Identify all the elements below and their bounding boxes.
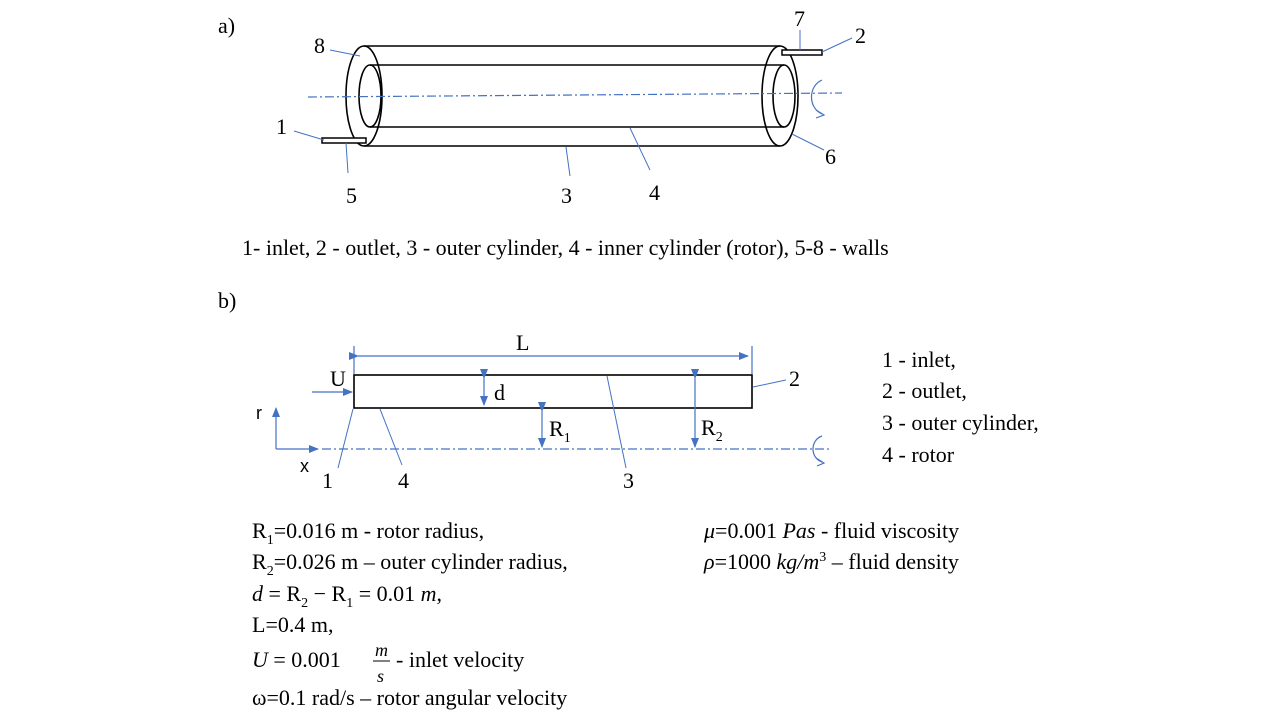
leader-4 — [629, 127, 651, 171]
param-u-lhs: U = 0.001 — [252, 647, 341, 672]
legend-item-outlet: 2 - outlet, — [882, 378, 967, 403]
r2-label: R2 — [701, 415, 723, 445]
legend-item-inlet: 1 - inlet, — [882, 347, 956, 372]
leader-1 — [293, 130, 325, 141]
panel-b-label: b) — [218, 288, 236, 313]
length-label: L — [516, 330, 529, 355]
gap-d-label: d — [494, 380, 505, 405]
param-d: d = R2 − R1 = 0.01 m, — [252, 581, 442, 611]
panel-a-drawing — [293, 30, 853, 177]
param-r2: R2=0.026 m – outer cylinder radius, — [252, 549, 568, 579]
param-u-desc: - inlet velocity — [396, 647, 524, 672]
panel-a-num-4: 4 — [649, 180, 660, 205]
param-u-denominator: s — [377, 666, 384, 686]
outer-cylinder-right-end — [761, 45, 799, 147]
panel-a-rotation-axis — [307, 92, 843, 98]
leader-2 — [821, 37, 853, 53]
panel-a-num-2: 2 — [855, 23, 866, 48]
panel-a-num-3: 3 — [561, 183, 572, 208]
param-length: L=0.4 m, — [252, 612, 333, 637]
annular-gap-rect — [353, 374, 753, 409]
panel-a-num-6: 6 — [825, 144, 836, 169]
legend-item-rotor: 4 - rotor — [882, 442, 955, 467]
inlet-velocity-label: U — [330, 366, 346, 391]
panel-b-leader-4 — [379, 408, 403, 466]
param-rho: ρ=1000 kg/m3 – fluid density — [703, 549, 959, 574]
leader-8 — [329, 49, 361, 57]
leader-5 — [345, 142, 349, 174]
panel-a-rotation-arrow — [810, 79, 823, 115]
x-axis-label: x — [300, 456, 309, 476]
param-mu: μ=0.001 Pas - fluid viscosity — [703, 518, 959, 543]
panel-b-drawing — [272, 346, 832, 469]
leader-3 — [565, 146, 571, 177]
legend-item-outer-cylinder: 3 - outer cylinder, — [882, 410, 1039, 435]
panel-b-rotation-arrowhead — [815, 457, 826, 467]
r1-label: R1 — [549, 416, 571, 446]
leader-6 — [791, 133, 825, 151]
panel-a-num-7: 7 — [794, 6, 805, 31]
panel-a-rotation-arrowhead — [815, 109, 826, 119]
panel-a-num-1: 1 — [276, 114, 287, 139]
panel-a-num-5: 5 — [346, 183, 357, 208]
param-omega: ω=0.1 rad/s – rotor angular velocity — [252, 685, 567, 710]
param-u-numerator: m — [375, 640, 388, 660]
panel-b-num-4: 4 — [398, 468, 409, 493]
outlet-pipe — [781, 49, 823, 56]
panel-a-label: a) — [218, 13, 235, 38]
panel-b-num-2: 2 — [789, 366, 800, 391]
param-r1: R1=0.016 m - rotor radius, — [252, 518, 484, 548]
rotor-right-end — [772, 64, 796, 128]
r-axis-label: r — [256, 403, 262, 423]
panel-a-num-8: 8 — [314, 33, 325, 58]
panel-b-leader-1 — [337, 408, 354, 469]
panel-b-leader-2 — [752, 379, 787, 388]
panel-a-caption: 1- inlet, 2 - outlet, 3 - outer cylinder… — [242, 235, 889, 260]
panel-b-num-3: 3 — [623, 468, 634, 493]
panel-b-leader-3 — [606, 375, 627, 469]
inlet-pipe — [321, 137, 367, 144]
panel-b-num-1: 1 — [322, 468, 333, 493]
